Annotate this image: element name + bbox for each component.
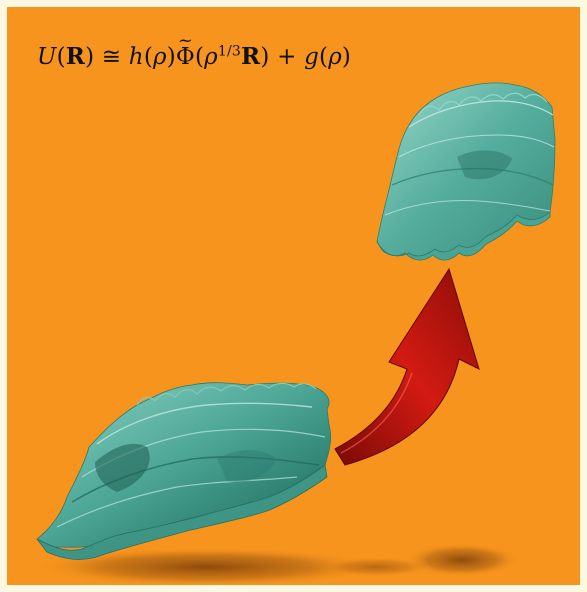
eq-g: g <box>304 44 319 70</box>
eq-R: R <box>65 43 86 70</box>
eq-plus: + <box>277 44 297 70</box>
eq-rho: ρ <box>204 44 218 70</box>
diagram-canvas <box>32 82 556 585</box>
eq-U: U <box>37 44 57 70</box>
eq-R: R <box>241 43 261 70</box>
figure-frame: U(R) ≅ h(ρ)Φ(ρ1/3R) + g(ρ) <box>7 7 580 585</box>
small-energy-surface <box>376 82 556 261</box>
eq-phi-tilde: Φ <box>176 30 195 70</box>
scaling-arrow <box>334 267 480 466</box>
large-surface-shadow <box>32 547 382 585</box>
scaling-equation: U(R) ≅ h(ρ)Φ(ρ1/3R) + g(ρ) <box>37 30 351 70</box>
small-surface-shadow <box>404 543 520 577</box>
eq-rho: ρ <box>328 44 342 70</box>
eq-congruent: ≅ <box>101 44 122 70</box>
eq-h: h <box>128 44 144 70</box>
eq-rho: ρ <box>153 44 167 70</box>
large-energy-surface <box>36 382 332 560</box>
eq-exponent: 1/3 <box>217 43 242 60</box>
